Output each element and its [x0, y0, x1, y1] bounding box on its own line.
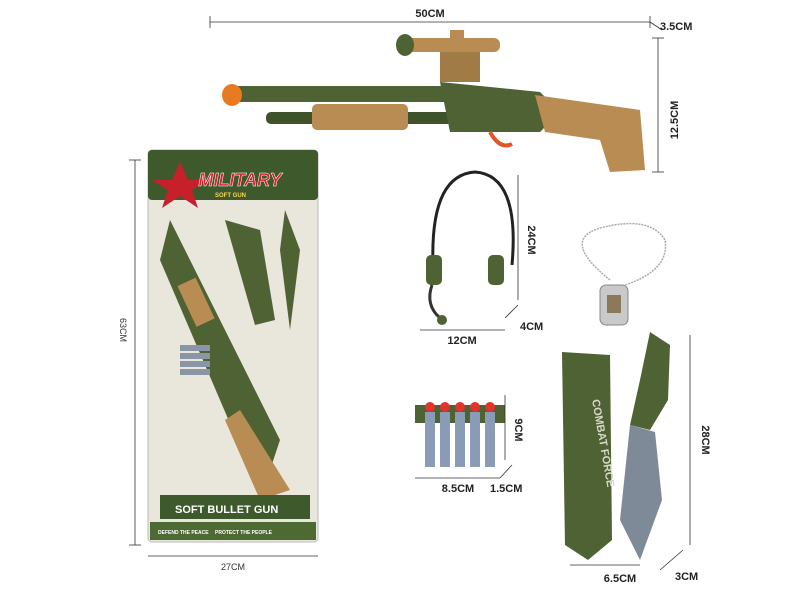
headset-height-label: 24CM — [525, 225, 537, 254]
dart-clip: 9CM 8.5CM 1.5CM — [415, 395, 524, 495]
toy-headset: 24CM 12CM 4CM — [420, 170, 543, 347]
knife-and-sheath: COMBAT FORCE 28CM 6.5CM 3CM — [562, 332, 711, 585]
rifle-depth-label: 3.5CM — [660, 21, 692, 33]
toy-rifle: 50CM 3.5CM 12.5CM — [209, 8, 692, 173]
darts-width-label: 8.5CM — [442, 483, 474, 495]
rifle-length-label: 50CM — [415, 8, 444, 20]
package-subtitle: SOFT GUN — [215, 193, 246, 199]
knife-depth-label: 3CM — [675, 571, 698, 583]
package-height-label: 63CM — [118, 318, 128, 342]
package-width-label: 27CM — [221, 562, 245, 572]
knife-height-label: 28CM — [699, 425, 711, 454]
headset-width-label: 12CM — [447, 335, 476, 347]
package-bottom-title: SOFT BULLET GUN — [175, 504, 278, 516]
package-slogan-right: PROTECT THE PEOPLE — [215, 530, 273, 536]
rifle-height-label: 12.5CM — [669, 101, 681, 140]
darts-height-label: 9CM — [512, 418, 524, 441]
darts-depth-label: 1.5CM — [490, 483, 522, 495]
blister-package: 63CM 27CM MILITARY SOFT GUN SOFT BULLET … — [118, 149, 319, 572]
dog-tag-necklace — [581, 222, 667, 326]
knife-width-label: 6.5CM — [604, 573, 636, 585]
headset-depth-label: 4CM — [520, 321, 543, 333]
package-brand: MILITARY — [198, 170, 283, 190]
package-slogan-left: DEFEND THE PEACE — [158, 530, 209, 536]
